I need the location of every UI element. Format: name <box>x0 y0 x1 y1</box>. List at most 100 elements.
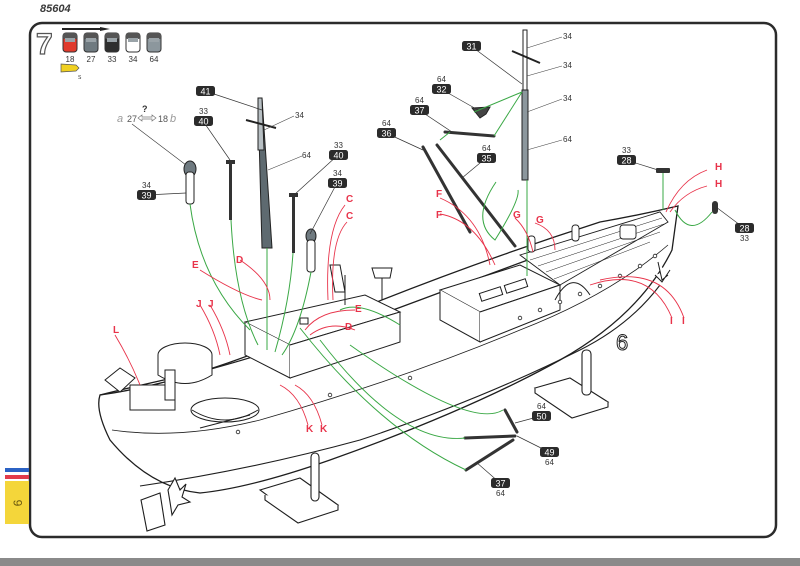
midship-hatch <box>438 264 591 343</box>
part-number: 40 <box>333 151 343 161</box>
part-number: 32 <box>436 85 446 95</box>
paint-code: 64 <box>150 55 159 64</box>
part-paint-code: 33 <box>334 141 343 150</box>
part-number: 36 <box>381 129 391 139</box>
kit-number: 85604 <box>40 3 71 15</box>
part-paint-code: 33 <box>622 146 631 155</box>
part-paint-code: 64 <box>382 119 391 128</box>
rigging-label-c: C <box>346 194 353 205</box>
porthole <box>327 392 333 398</box>
option-b-code: 18 <box>158 114 168 124</box>
part-pole-37 <box>464 438 515 472</box>
part-boom-37 <box>443 130 496 138</box>
porthole <box>537 307 543 313</box>
assembly-arrows <box>189 91 713 471</box>
aft-superstructure <box>104 342 260 429</box>
rigging-label-f: F <box>436 210 442 221</box>
part-number: 39 <box>141 191 151 201</box>
porthole <box>637 263 643 269</box>
rigging-label-f: F <box>436 189 442 200</box>
part-number: 37 <box>495 479 505 489</box>
porthole <box>652 253 658 259</box>
foredeck <box>519 211 669 286</box>
rigging-label-h: H <box>715 179 722 190</box>
paint-pot-34: 34 <box>125 32 141 64</box>
part-number: 28 <box>739 224 749 234</box>
part-paint-code: 64 <box>482 144 491 153</box>
part-post-40a <box>226 160 235 220</box>
step-number: 7 <box>36 28 53 61</box>
part-post-40b <box>289 193 298 253</box>
rigging-label-k: K <box>306 424 314 435</box>
option-a-code: 27 <box>127 114 137 124</box>
rigging-label-e: E <box>355 304 362 315</box>
paint-code: 33 <box>108 55 117 64</box>
paint-pot-33: 33 <box>104 32 120 64</box>
paint-mast-fwd-2: 34 <box>563 61 572 70</box>
part-number: 35 <box>481 154 491 164</box>
rigging-label-d: D <box>345 322 352 333</box>
rigging-label-j: J <box>208 299 214 310</box>
rigging-label-i: I <box>682 316 685 327</box>
part-paint-code: 64 <box>437 75 446 84</box>
paint-palette: 18 27 33 34 64 <box>62 32 162 64</box>
rigging-label-h: H <box>715 162 722 173</box>
step-frame <box>28 21 778 539</box>
paint-code: 18 <box>66 55 75 64</box>
part-paint-code: 64 <box>496 489 505 498</box>
part-number: 49 <box>544 448 554 458</box>
page-edge <box>0 558 800 566</box>
part-fore-mast <box>511 29 541 181</box>
option-b-label: b <box>170 113 176 125</box>
part-vent-39a <box>183 160 197 205</box>
rigging-label-d: D <box>236 255 243 266</box>
paint-pot-64: 64 <box>146 32 162 64</box>
paint-code: 34 <box>129 55 138 64</box>
option-a-label: a <box>117 113 123 125</box>
flag-blue-stripe <box>5 468 29 472</box>
part-number: 28 <box>621 156 631 166</box>
part-pole-49 <box>463 434 517 440</box>
part-number: 50 <box>536 412 546 422</box>
porthole <box>557 299 563 305</box>
part-paint-code: 34 <box>333 169 342 178</box>
porthole <box>407 375 413 381</box>
part-callouts: 4140333934403339343132643764366435642833… <box>137 41 754 498</box>
porthole <box>577 291 583 297</box>
part-paint-code: 33 <box>740 234 749 243</box>
part-number: 40 <box>198 117 208 127</box>
paint-mast-aft-top: 34 <box>295 111 304 120</box>
question-mark: ? <box>142 104 148 114</box>
part-vent-39b <box>305 228 317 273</box>
page-number: 9 <box>10 499 24 506</box>
paint-mast-aft-bottom: 64 <box>302 151 311 160</box>
rigging-label-j: J <box>196 299 202 310</box>
rigging-label-c: C <box>346 211 353 222</box>
rigging-label-g: G <box>513 210 521 221</box>
porthole <box>597 283 603 289</box>
part-callout-41: 41 <box>196 86 263 111</box>
part-number: 37 <box>414 106 424 116</box>
part-number: 39 <box>332 179 342 189</box>
glue-tube-icon: S <box>60 63 82 81</box>
part-paint-code: 34 <box>142 181 151 190</box>
part-number: 41 <box>200 87 210 97</box>
part-paint-code: 33 <box>199 107 208 116</box>
display-stand-fwd <box>533 349 610 419</box>
paint-pot-27: 27 <box>83 32 99 64</box>
rigging-label-i: I <box>670 316 673 327</box>
part-derrick-36 <box>421 145 472 234</box>
glue-label: S <box>78 75 82 81</box>
flag-red-stripe <box>5 475 29 479</box>
